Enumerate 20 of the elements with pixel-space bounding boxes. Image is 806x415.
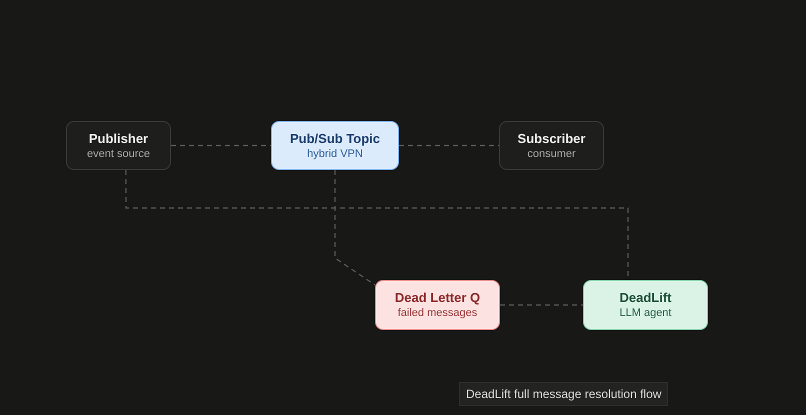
connector-line bbox=[171, 144, 271, 146]
caption: DeadLift full message resolution flow bbox=[459, 382, 668, 406]
process-box bbox=[583, 280, 708, 330]
process-box bbox=[271, 121, 399, 170]
node-title: Subscriber bbox=[518, 130, 586, 146]
process-box bbox=[375, 280, 500, 330]
node-title: DeadLift bbox=[620, 289, 672, 306]
connector-line bbox=[500, 304, 583, 306]
node-subtitle: consumer bbox=[527, 146, 576, 162]
node-title: Dead Letter Q bbox=[394, 289, 480, 306]
process-box bbox=[66, 121, 171, 170]
node-title: Pub/Sub Topic bbox=[290, 130, 380, 146]
node-subtitle: hybrid VPN bbox=[307, 146, 363, 162]
process-box bbox=[499, 121, 604, 170]
node-subtitle: LLM agent bbox=[620, 306, 672, 321]
node-title: Publisher bbox=[88, 130, 148, 146]
node-subtitle: event source bbox=[87, 146, 150, 162]
connector-line bbox=[334, 170, 376, 286]
node-subtitle: failed messages bbox=[398, 306, 478, 321]
connector-line bbox=[399, 144, 499, 146]
